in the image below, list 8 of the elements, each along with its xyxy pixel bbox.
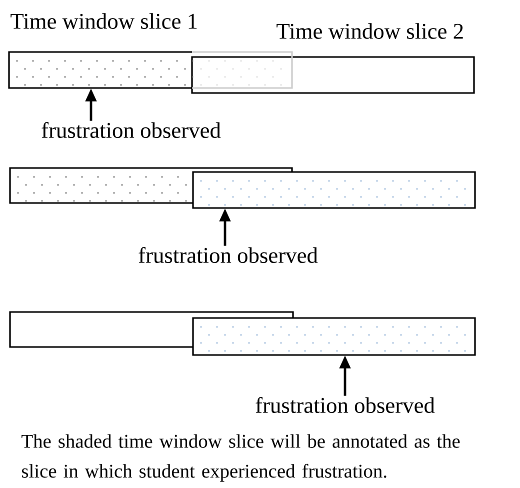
annotation-text: frustration observed — [138, 247, 318, 263]
time-window-bar — [192, 317, 476, 356]
node-label: Time window slice 1 — [10, 13, 197, 29]
time-window-bar — [192, 171, 476, 209]
node-label: Time window slice 2 — [276, 23, 463, 39]
annotation-text: frustration observed — [42, 122, 221, 138]
caption: The shaded time window slice will be annotated as the slice in which student experienced frustration. — [22, 434, 460, 482]
annotation-text: frustration observed — [256, 397, 435, 413]
